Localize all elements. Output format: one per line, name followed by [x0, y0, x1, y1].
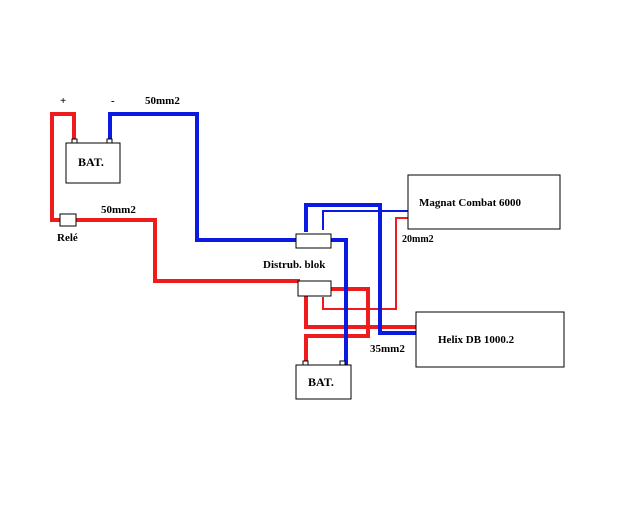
negative-wires [108, 112, 418, 367]
amplifier-helix-box [415, 311, 565, 368]
battery-top-positive-terminal [71, 138, 78, 144]
battery-bottom-negative-terminal [339, 360, 346, 366]
relay-body [59, 213, 77, 227]
amplifier-magnat-label: Magnat Combat 6000 [419, 197, 522, 209]
amplifier-helix-label: Helix DB 1000.2 [438, 334, 515, 346]
amplifier-helix: Helix DB 1000.2 [415, 311, 565, 368]
amp1-negative-wire [322, 210, 408, 230]
battery-bottom-body [295, 364, 352, 400]
amplifier-magnat-box [407, 174, 561, 230]
battery-top-positive-wire [50, 112, 76, 222]
amp1-positive-wire [322, 217, 408, 310]
negative-thin-wires [322, 210, 408, 230]
relay-to-block-wire [74, 218, 300, 283]
battery-top-negative-wire [108, 112, 298, 242]
relay-label: Relé [57, 232, 78, 244]
cable-size-amp2-label: 35mm2 [370, 343, 405, 355]
positive-sign-label: + [60, 95, 66, 107]
negative-sign-label: - [111, 95, 115, 107]
amplifier-magnat: Magnat Combat 6000 [407, 174, 561, 230]
battery-bottom: BAT. [295, 360, 352, 400]
block-to-battery-bottom-positive-wire [304, 287, 370, 367]
cable-size-relay-label: 50mm2 [101, 204, 136, 216]
distribution-block-positive [297, 280, 332, 297]
amp2-negative-wire [304, 203, 418, 335]
battery-top: BAT. [65, 138, 121, 184]
cable-size-amp1-label: 20mm2 [402, 234, 434, 245]
battery-top-body [65, 142, 121, 184]
battery-top-negative-terminal [106, 138, 113, 144]
positive-thin-wires [322, 217, 408, 310]
battery-bottom-positive-terminal [302, 360, 309, 366]
distribution-block-label: Distrub. blok [263, 259, 326, 271]
distribution-block: Distrub. blok [263, 233, 332, 297]
relay: Relé [57, 213, 78, 244]
distribution-block-negative [295, 233, 332, 249]
block-to-battery-bottom-negative-wire [329, 238, 348, 367]
battery-bottom-label: BAT. [308, 375, 334, 389]
battery-top-label: BAT. [78, 155, 104, 169]
cable-size-top-label: 50mm2 [145, 95, 180, 107]
